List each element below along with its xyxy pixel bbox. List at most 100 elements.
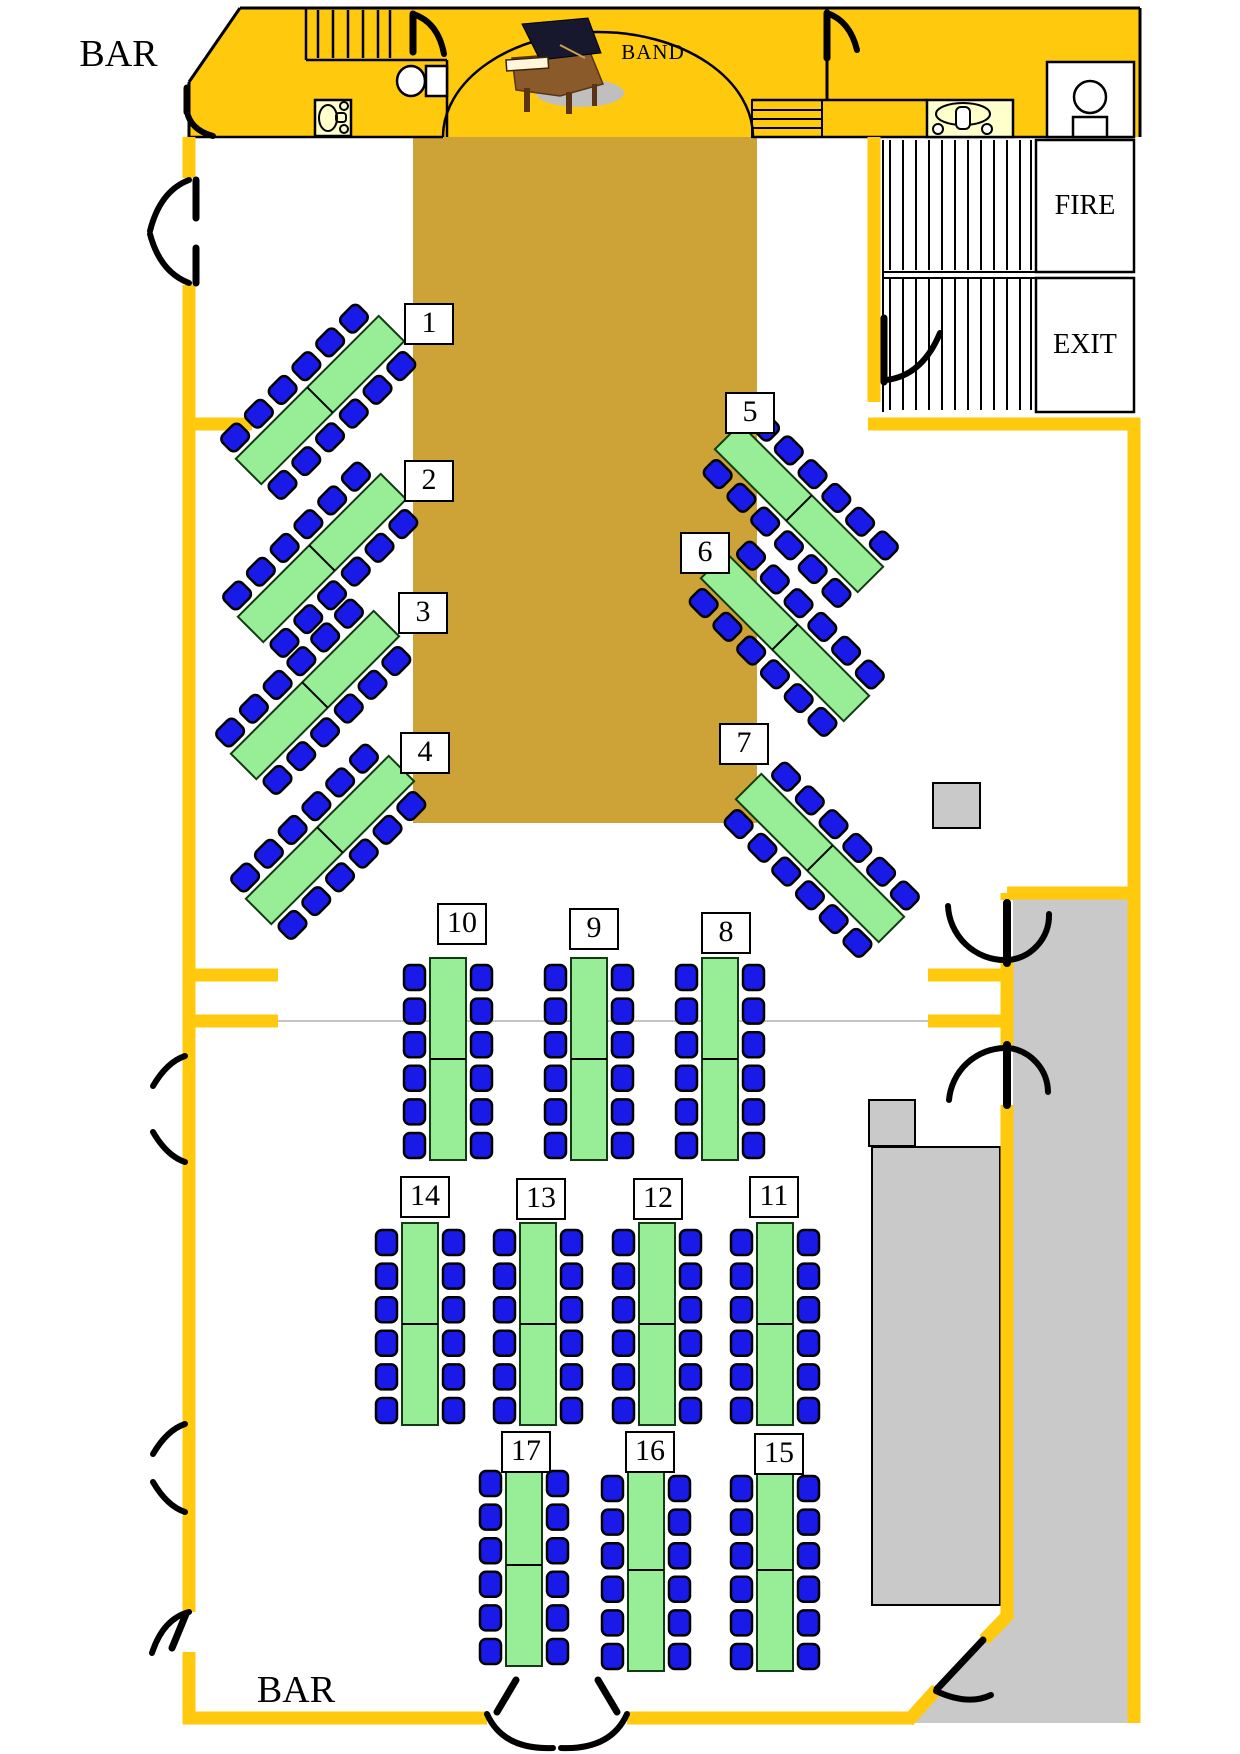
stage [187, 6, 1142, 139]
chair [889, 880, 920, 911]
chair [678, 1295, 703, 1324]
chair [796, 1575, 821, 1604]
chair [729, 1295, 754, 1324]
backstage-stairs [304, 8, 449, 137]
chair [543, 1030, 568, 1059]
table-5-number: 5 [725, 392, 775, 434]
table-13-number: 13 [516, 1178, 566, 1220]
table-15-number: 15 [754, 1433, 804, 1475]
chair [374, 1363, 399, 1391]
chair [759, 564, 790, 595]
chair [396, 791, 427, 822]
chair [357, 669, 388, 700]
chair [301, 791, 332, 822]
chair [381, 646, 412, 677]
table-9-group [543, 957, 635, 1161]
table-11-group [729, 1222, 821, 1426]
chair [559, 1329, 584, 1358]
chair [293, 604, 324, 635]
service-area [908, 893, 1140, 1723]
chair [469, 1098, 494, 1126]
chair [796, 1329, 821, 1358]
chair [238, 693, 269, 724]
exit-label: EXIT [1053, 329, 1117, 360]
service-counter [871, 1146, 1001, 1606]
chair [543, 1131, 568, 1160]
door-swing-arc [558, 1711, 630, 1752]
chair [543, 997, 568, 1025]
chair [729, 1262, 754, 1290]
table-2-number: 2 [404, 460, 454, 502]
chair [741, 997, 766, 1025]
chair [611, 1396, 636, 1425]
chair [611, 1228, 636, 1257]
chair [600, 1508, 625, 1536]
chair [402, 963, 427, 992]
chair [866, 856, 897, 887]
chair [794, 880, 825, 911]
chair [478, 1604, 503, 1632]
toilet-icon [1045, 60, 1136, 139]
dance-floor [413, 137, 757, 823]
table-divider [316, 826, 344, 854]
chair [729, 1541, 754, 1570]
door-leaf [168, 1610, 190, 1652]
chair [545, 1536, 570, 1565]
chair [729, 1474, 754, 1503]
chair [277, 909, 308, 940]
chair [286, 646, 317, 677]
chair [441, 1396, 466, 1425]
chair [747, 832, 778, 863]
door-swing-arc [824, 10, 860, 53]
chair [807, 706, 838, 737]
table-7-group [723, 761, 920, 958]
table-divider [308, 544, 336, 572]
chair [402, 1030, 427, 1059]
chair [821, 482, 852, 513]
chair [559, 1363, 584, 1391]
chair [402, 1131, 427, 1160]
bar-bottom-label: BAR [256, 1669, 336, 1711]
chair [317, 580, 348, 611]
table-7-number: 7 [719, 723, 769, 765]
door-swing-arc [946, 1045, 1008, 1103]
door-swing-arc [933, 1688, 994, 1703]
chair [340, 556, 371, 587]
chair [559, 1228, 584, 1257]
chair [543, 1064, 568, 1093]
table-1-number: 1 [404, 303, 454, 345]
table-6-number: 6 [680, 532, 730, 574]
chair [492, 1262, 517, 1290]
chair [293, 509, 324, 540]
chair [678, 1396, 703, 1425]
table-4-number: 4 [400, 732, 450, 774]
door-swing-arc [410, 11, 447, 57]
chair [611, 1295, 636, 1324]
chair [269, 627, 300, 658]
chair [702, 459, 733, 490]
chair [741, 1064, 766, 1093]
chair [253, 838, 284, 869]
chair [854, 659, 885, 690]
chair [712, 611, 743, 642]
chair [262, 764, 293, 795]
bar-top-label: BAR [79, 33, 158, 75]
chair [600, 1541, 625, 1570]
table-14-number: 14 [400, 1176, 450, 1218]
chair [315, 422, 346, 453]
chair [868, 530, 899, 561]
chair [729, 1228, 754, 1257]
chair [559, 1396, 584, 1425]
table-15-group [729, 1468, 821, 1672]
chair [545, 1469, 570, 1498]
chair [610, 1131, 635, 1160]
chair [402, 1064, 427, 1093]
chair [310, 622, 341, 653]
chair [478, 1570, 503, 1599]
table-12-number: 12 [633, 1178, 683, 1220]
chair [478, 1469, 503, 1498]
chair [729, 1508, 754, 1536]
chair [222, 580, 253, 611]
stairwell [867, 137, 1136, 414]
